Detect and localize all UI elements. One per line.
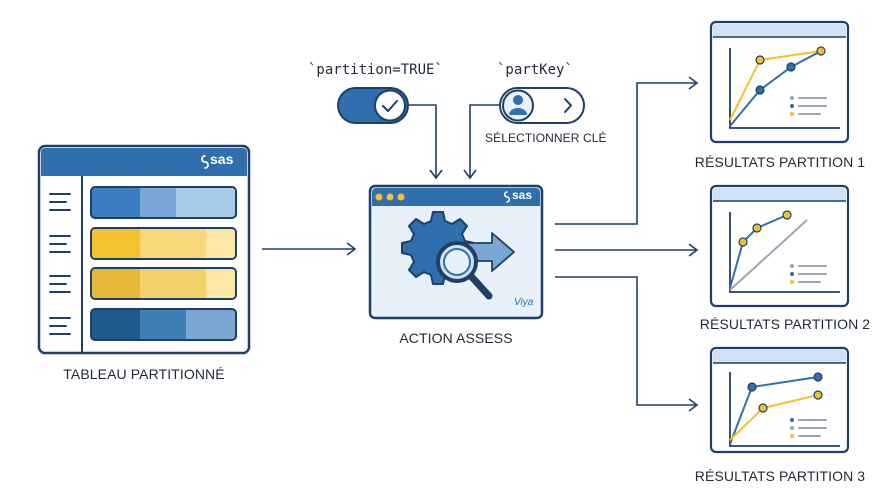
select-key-label: SÉLECTIONNER CLÉ <box>485 131 607 145</box>
partkey-param-label: `partKey` <box>497 62 573 78</box>
table-row-2 <box>90 227 237 260</box>
magnifier-icon <box>436 241 493 300</box>
table-caption: TABLEAU PARTITIONNÉ <box>63 366 225 382</box>
result-caption-2: RÉSULTATS PARTITION 2 <box>699 316 871 332</box>
sas-logo-text: sas <box>210 151 234 167</box>
action-sas-logo: sas <box>512 188 533 202</box>
result-caption-3: RÉSULTATS PARTITION 3 <box>694 468 866 484</box>
partition-param-label: `partition=TRUE` <box>308 62 443 78</box>
viya-mark: Viya <box>514 297 534 308</box>
action-caption: ACTION ASSESS <box>399 330 513 346</box>
sas-logo-mark-icon <box>201 155 209 169</box>
table-row-1 <box>90 186 237 219</box>
table-row-4 <box>90 308 237 341</box>
result-caption-1: RÉSULTATS PARTITION 1 <box>694 154 866 170</box>
table-row-3 <box>90 267 237 300</box>
